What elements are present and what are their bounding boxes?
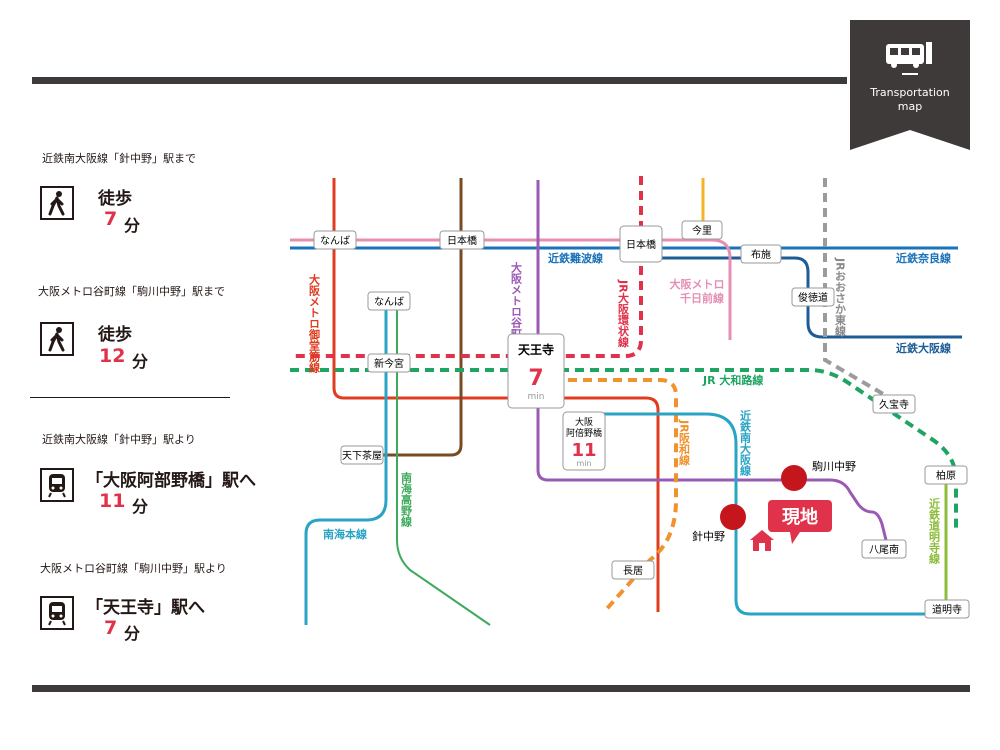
svg-text:今里: 今里	[692, 224, 712, 237]
svg-text:なんば: なんば	[320, 235, 350, 247]
station-imazato: 今里	[681, 220, 723, 240]
access-unit-4: 分	[124, 624, 141, 643]
hanwa-line	[568, 378, 678, 614]
line-label-domyoji: 近鉄道明寺線	[928, 497, 941, 565]
svg-text:なんば: なんば	[374, 296, 404, 308]
line-label-kintetsu-namba: 近鉄難波線	[548, 251, 603, 265]
komagawa-nakano-label: 駒川中野	[812, 460, 856, 473]
line-label-sennichimae: 大阪メトロ千日前線	[670, 277, 725, 305]
access-caption-2: 大阪メトロ谷町線「駒川中野」駅まで	[38, 285, 225, 298]
svg-text:阿倍野橋: 阿倍野橋	[566, 427, 602, 439]
bus-train-icon	[886, 42, 932, 75]
svg-text:新今宮: 新今宮	[374, 357, 404, 370]
line-label-osaka-higashi: JRおおさか東線	[834, 257, 847, 337]
line-label-tanimachi: 大阪メトロ谷町線	[510, 261, 523, 351]
site-label: 現地	[782, 506, 818, 528]
station-nipponbashi-2: 日本橋	[619, 225, 663, 263]
station-kyuhoji: 久宝寺	[872, 394, 916, 414]
access-mode-3: 「大阪阿部野橋」駅へ	[86, 471, 256, 491]
map-badge	[850, 20, 970, 150]
access-number-4: 7	[104, 617, 118, 639]
station-domyoji: 道明寺	[924, 599, 970, 619]
line-label-midosuji: 大阪メトロ御堂筋線	[308, 273, 322, 374]
station-nipponbashi-1: 日本橋	[439, 230, 485, 250]
svg-text:久宝寺: 久宝寺	[879, 398, 909, 411]
line-label-kintetsu-nara: 近鉄奈良線	[896, 251, 951, 265]
station-tengachaya: 天下茶屋	[340, 445, 384, 465]
station-nagai: 長居	[611, 560, 655, 580]
station-namba-1: なんば	[313, 230, 357, 250]
station-tennoji: 天王寺 7 min	[507, 333, 565, 409]
top-rule	[32, 77, 847, 84]
harinakano-marker	[720, 504, 746, 530]
svg-text:道明寺: 道明寺	[932, 603, 962, 616]
badge-title-line2: map	[897, 100, 923, 113]
access-caption-1: 近鉄南大阪線「針中野」駅まで	[42, 152, 196, 165]
line-label-hanwa: JR阪和線	[678, 419, 691, 466]
access-number-1: 7	[104, 208, 118, 230]
station-kashiwara: 柏原	[924, 465, 968, 485]
tanimachi-line	[536, 180, 888, 541]
sakaisuji-line	[360, 178, 463, 457]
svg-text:天下茶屋: 天下茶屋	[342, 449, 382, 462]
access-unit-3: 分	[132, 497, 149, 516]
line-label-nankai-koya: 南海高野線	[400, 471, 413, 528]
nankai-main-line	[304, 310, 388, 625]
svg-text:日本橋: 日本橋	[447, 234, 477, 247]
access-caption-3: 近鉄南大阪線「針中野」駅より	[42, 433, 196, 446]
access-mode-2: 徒歩	[98, 325, 132, 345]
harinakano-label: 針中野	[692, 529, 725, 543]
svg-text:11: 11	[571, 440, 596, 461]
station-fuse: 布施	[740, 244, 782, 264]
station-abenobashi: 大阪 阿倍野橋 11 min	[562, 411, 606, 471]
midosuji-line	[332, 178, 660, 612]
station-shinimamiya: 新今宮	[367, 353, 411, 373]
panel-divider	[30, 397, 230, 398]
line-label-nankai-main: 南海本線	[323, 527, 367, 541]
access-mode-4: 「天王寺」駅へ	[86, 598, 205, 618]
access-unit-2: 分	[132, 352, 149, 371]
badge-title: Transportation map	[850, 86, 970, 114]
svg-text:min: min	[528, 392, 545, 402]
svg-text:俊徳道: 俊徳道	[798, 291, 828, 304]
station-namba-2: なんば	[367, 291, 411, 311]
access-number-2: 12	[99, 345, 126, 367]
walking-person-icon	[40, 322, 74, 356]
site-marker: 現地	[750, 500, 832, 551]
bottom-rule	[32, 685, 970, 692]
house-icon	[750, 530, 774, 551]
osaka-higashi-line	[823, 178, 892, 400]
access-mode-1: 徒歩	[98, 189, 132, 209]
svg-text:八尾南: 八尾南	[869, 543, 899, 556]
train-icon	[40, 596, 74, 630]
nankai-koya-line	[396, 300, 491, 626]
svg-text:7: 7	[528, 366, 543, 391]
line-label-loop: JR大阪環状線	[617, 279, 630, 348]
walking-person-icon	[40, 186, 74, 220]
svg-text:min: min	[576, 459, 591, 468]
komagawa-nakano-marker	[781, 465, 807, 491]
station-shuntokumichi: 俊徳道	[791, 287, 835, 307]
svg-text:長居: 長居	[623, 565, 643, 577]
loop-line	[290, 176, 643, 358]
train-icon	[40, 468, 74, 502]
station-yao-minami: 八尾南	[861, 539, 907, 559]
yamatoji-line	[290, 368, 958, 528]
line-label-jr-yamatoji: JR 大和路線	[702, 373, 763, 387]
badge-title-line1: Transportation	[870, 86, 950, 99]
access-number-3: 11	[99, 490, 126, 512]
svg-text:日本橋: 日本橋	[626, 238, 656, 251]
svg-text:柏原: 柏原	[936, 469, 956, 482]
line-label-kintetsu-osaka: 近鉄大阪線	[896, 341, 951, 355]
access-unit-1: 分	[124, 216, 141, 235]
sennichimae-line	[290, 238, 732, 340]
access-caption-4: 大阪メトロ谷町線「駒川中野」駅より	[40, 562, 227, 575]
svg-text:大阪: 大阪	[575, 416, 593, 428]
line-label-minami-osaka: 近鉄南大阪線	[739, 409, 752, 477]
svg-text:天王寺: 天王寺	[518, 342, 554, 357]
svg-text:布施: 布施	[751, 248, 771, 261]
